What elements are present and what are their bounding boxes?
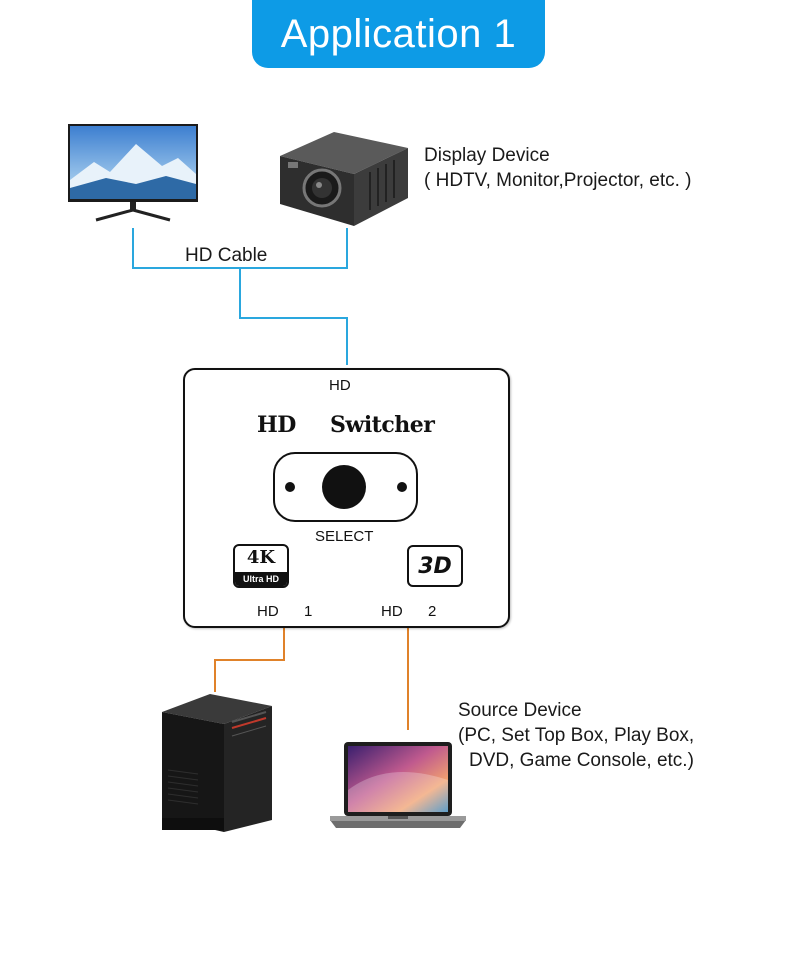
- 4k-ultra-hd-badge: 4K Ultra HD: [233, 544, 289, 588]
- input2-port-label: HD: [381, 603, 403, 620]
- source-device-line2: DVD, Game Console, etc.): [469, 750, 694, 771]
- input1-port-label: HD: [257, 603, 279, 620]
- brand-switcher: Switcher: [330, 412, 435, 438]
- 3d-badge: 3D: [407, 545, 463, 587]
- input1-port-number: 1: [304, 603, 313, 620]
- badge-4k-text: 4K: [246, 547, 276, 568]
- screw-left-icon: [285, 482, 295, 492]
- select-button-plate[interactable]: [273, 452, 418, 522]
- source-wire-1: [214, 626, 285, 692]
- select-label: SELECT: [315, 528, 374, 545]
- desktop-pc-icon: [162, 694, 272, 832]
- page-title: Application 1: [280, 11, 517, 56]
- input2-port-number: 2: [428, 603, 437, 620]
- select-button[interactable]: [322, 465, 366, 509]
- display-device-subtitle: ( HDTV, Monitor,Projector, etc. ): [424, 170, 692, 191]
- display-trunk-wire: [239, 268, 348, 365]
- badge-ultra-hd-text: Ultra HD: [235, 572, 287, 586]
- title-banner: Application 1: [252, 0, 545, 68]
- monitor-icon: [68, 124, 198, 222]
- source-device-title: Source Device: [458, 700, 582, 721]
- brand-hd: HD: [257, 412, 296, 438]
- hd-cable-label: HD Cable: [185, 245, 268, 266]
- display-device-title: Display Device: [424, 145, 550, 166]
- output-port-label: HD: [329, 377, 351, 394]
- badge-3d-text: 3D: [418, 553, 452, 579]
- laptop-icon: [330, 742, 466, 828]
- projector-icon: [280, 132, 408, 226]
- screw-right-icon: [397, 482, 407, 492]
- hd-switcher: HD HD Switcher SELECT 4K Ultra HD 3D HD …: [183, 368, 510, 628]
- source-device-line1: (PC, Set Top Box, Play Box,: [458, 725, 695, 746]
